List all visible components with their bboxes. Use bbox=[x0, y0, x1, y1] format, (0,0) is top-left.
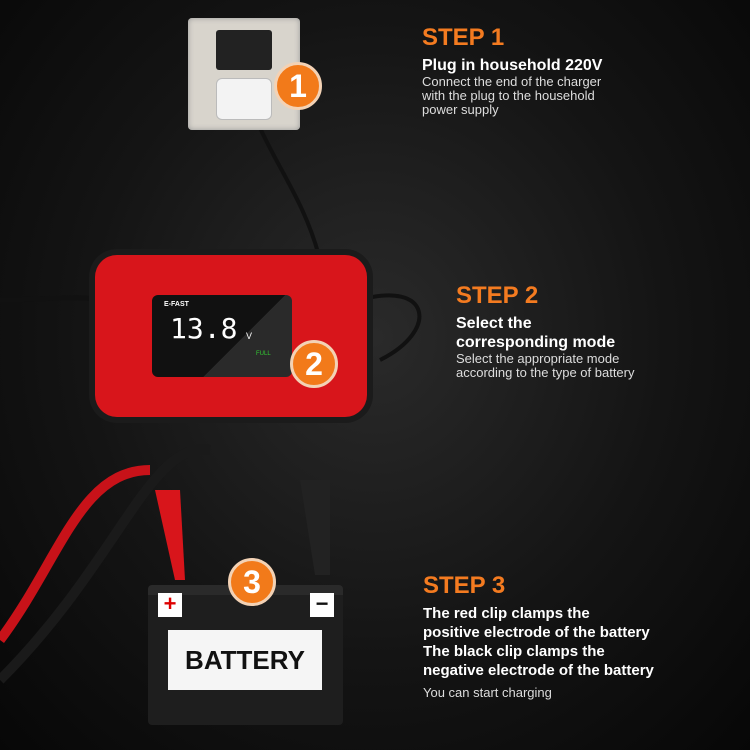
black-clip bbox=[300, 480, 330, 575]
red-clip bbox=[155, 490, 185, 580]
step-3-desc: You can start charging bbox=[423, 685, 552, 700]
step-3-heading: The red clip clamps the bbox=[423, 605, 590, 622]
socket-bottom bbox=[216, 78, 272, 120]
full-indicator: FULL bbox=[256, 351, 271, 357]
voltage-unit: V bbox=[246, 331, 253, 341]
voltage-readout: 13.8 bbox=[170, 312, 238, 345]
step-3-heading: negative electrode of the battery bbox=[423, 662, 654, 679]
step-2-heading: Select the bbox=[456, 315, 532, 332]
step-2-desc: Select the appropriate mode bbox=[456, 351, 620, 366]
step-3: STEP 3 The red clip clamps the positive … bbox=[423, 572, 654, 700]
socket-top bbox=[216, 30, 272, 70]
brand-label: E-FAST bbox=[164, 301, 189, 308]
step-1-desc: Connect the end of the charger bbox=[422, 74, 602, 89]
positive-terminal: + bbox=[158, 593, 182, 617]
step-2-badge: 2 bbox=[290, 340, 338, 388]
step-2-title: STEP 2 bbox=[456, 282, 539, 309]
step-1-heading: Plug in household 220V bbox=[422, 57, 603, 74]
step-1-title: STEP 1 bbox=[422, 24, 505, 51]
step-2-desc: according to the type of battery bbox=[456, 365, 635, 380]
step-2-heading: corresponding mode bbox=[456, 334, 616, 351]
step-1: STEP 1 Plug in household 220V Connect th… bbox=[422, 24, 602, 117]
step-2: STEP 2 Select the corresponding mode Sel… bbox=[456, 282, 635, 380]
step-3-badge: 3 bbox=[228, 558, 276, 606]
negative-terminal: − bbox=[310, 593, 334, 617]
step-1-badge: 1 bbox=[274, 62, 322, 110]
step-3-title: STEP 3 bbox=[423, 572, 506, 599]
step-3-heading: The black clip clamps the bbox=[423, 643, 605, 660]
charger-display: E-FAST 13.8 V FULL bbox=[152, 295, 292, 377]
step-3-heading: positive electrode of the battery bbox=[423, 624, 650, 641]
step-1-desc: with the plug to the household bbox=[422, 88, 595, 103]
step-1-desc: power supply bbox=[422, 102, 499, 117]
battery-label: BATTERY bbox=[168, 630, 322, 690]
